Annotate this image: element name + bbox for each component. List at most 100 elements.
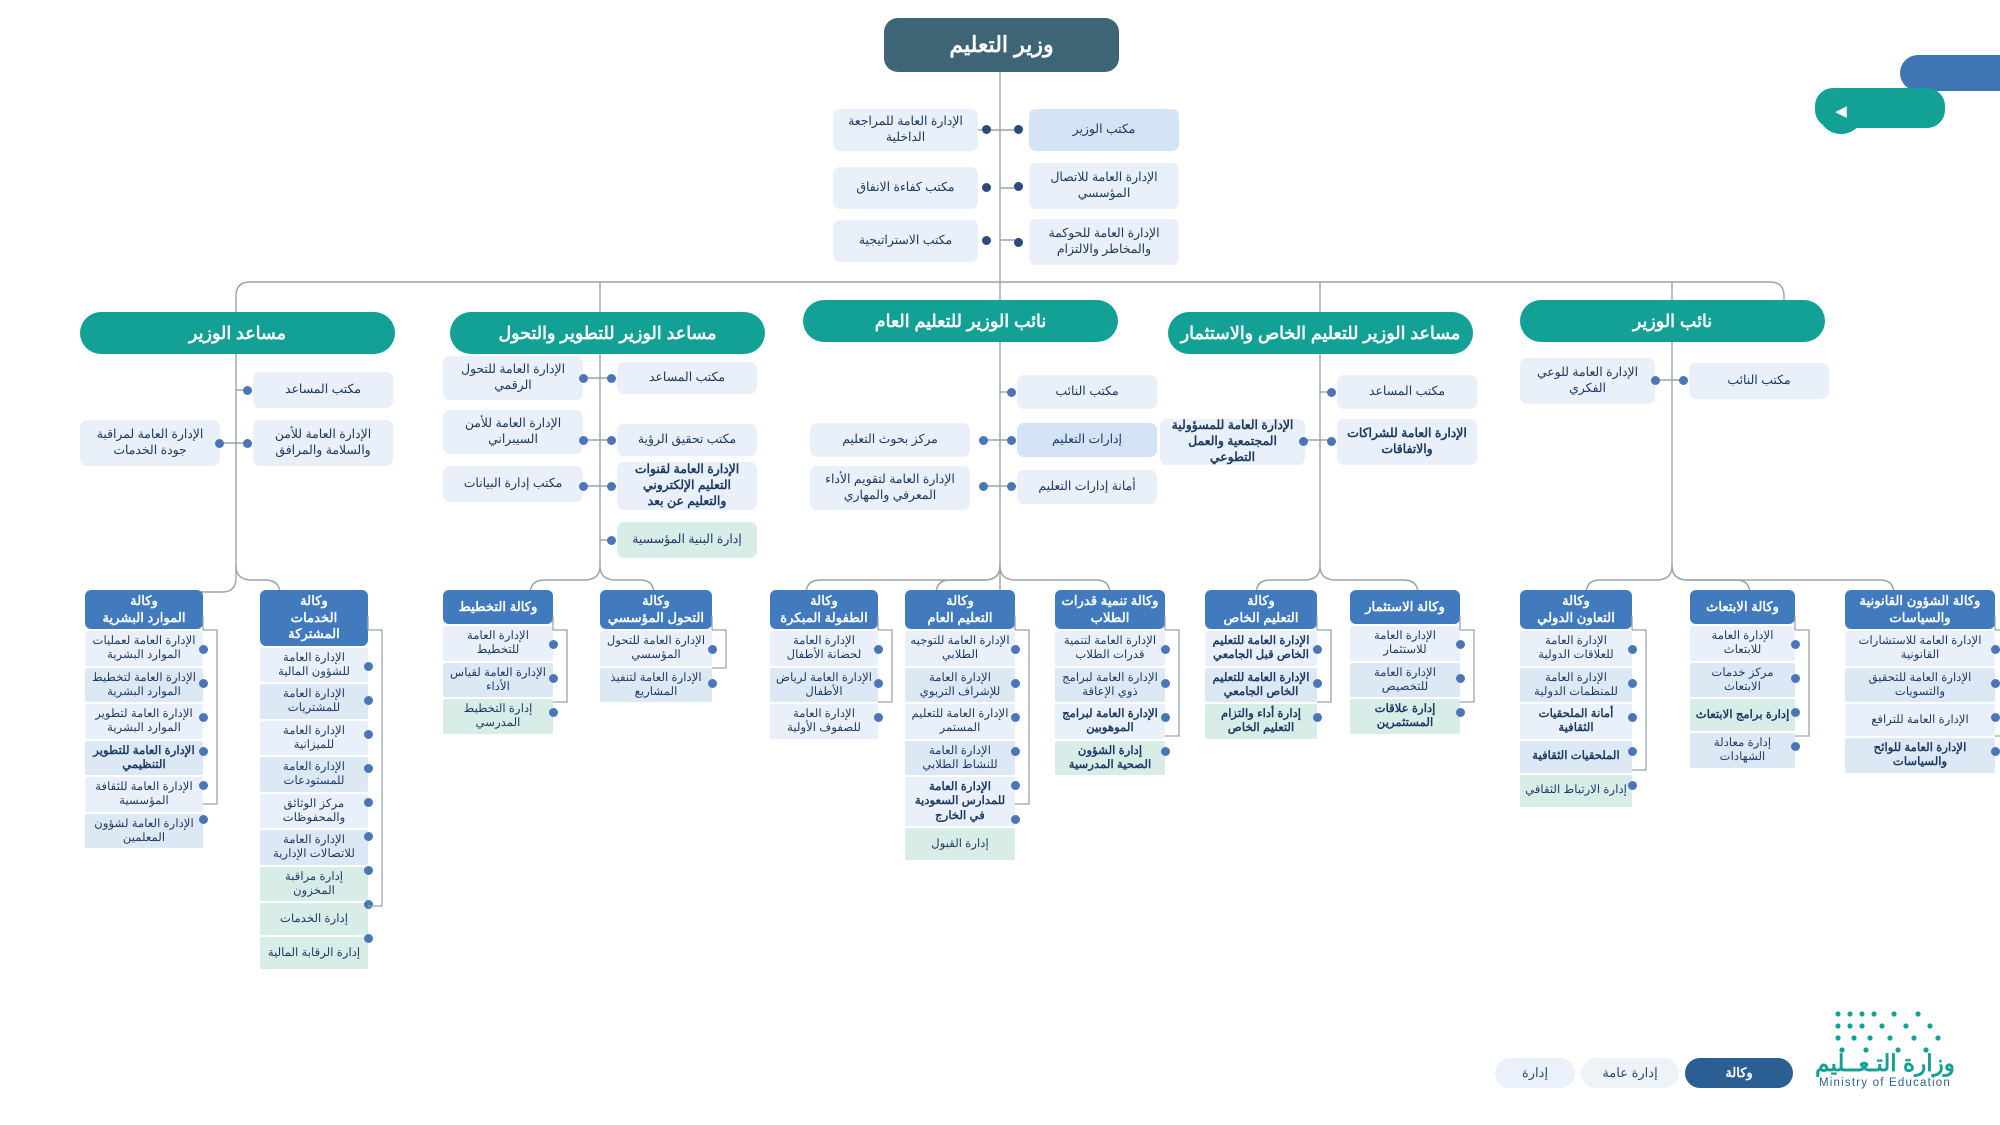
agency-header-human-resources[interactable]: وكالة الموارد البشرية	[85, 590, 203, 629]
agency-row[interactable]: مركز خدمات الابتعاث	[1690, 662, 1795, 698]
agency-row[interactable]: أمانة الملحقيات الثقافية	[1520, 704, 1632, 739]
agency-header-investment[interactable]: وكالة الاستثمار	[1350, 590, 1460, 624]
chip-assistant-office-3[interactable]: مكتب المساعد	[1337, 375, 1477, 409]
chip-internal-audit[interactable]: الإدارة العامة للمراجعة الداخلية	[833, 109, 978, 151]
agency-row[interactable]: الإدارة العامة لحضانة الأطفال	[770, 631, 878, 666]
agency-row[interactable]: الإدارة العامة للتعليم الخاص الجامعي	[1205, 667, 1317, 703]
agency-row[interactable]: إدارة مراقبة المخزون	[260, 866, 368, 902]
agency-header-institutional-transformation[interactable]: وكالة التحول المؤسسي	[600, 590, 712, 629]
agency-row[interactable]: الإدارة العامة للاتصالات الإدارية	[260, 830, 368, 865]
agency-row[interactable]: الإدارة العامة لعمليات الموارد البشرية	[85, 631, 203, 666]
chip-education-directorates-secretariat[interactable]: أمانة إدارات التعليم	[1017, 470, 1157, 504]
agency-header-scholarships[interactable]: وكالة الابتعاث	[1690, 590, 1795, 624]
agency-row[interactable]: الإدارة العامة للمدارس السعودية في الخار…	[905, 777, 1015, 826]
chip-strategy-office[interactable]: مكتب الاستراتيجية	[833, 220, 978, 262]
agency-row[interactable]: الإدارة العامة لتخطيط الموارد البشرية	[85, 667, 203, 703]
agency-row[interactable]: إدارة علاقات المستثمرين	[1350, 699, 1460, 734]
agency-row[interactable]: الإدارة العامة للمشتريات	[260, 684, 368, 719]
agency-row[interactable]: مركز الوثائق والمحفوظات	[260, 793, 368, 829]
legend-item-general-department[interactable]: إدارة عامة	[1581, 1058, 1679, 1088]
agency-row[interactable]: الإدارة العامة للمستودعات	[260, 757, 368, 792]
agency-row[interactable]: الإدارة العامة لرياض الأطفال	[770, 667, 878, 703]
agency-header-student-capabilities[interactable]: وكالة تنمية قدرات الطلاب	[1055, 590, 1165, 629]
agency-row[interactable]: الإدارة العامة لشؤون المعلمين	[85, 813, 203, 849]
chip-institutional-communication[interactable]: الإدارة العامة للاتصال المؤسسي	[1029, 163, 1179, 209]
agency-row[interactable]: إدارة التخطيط المدرسي	[443, 699, 553, 734]
branch-deputy-minister[interactable]: نائب الوزير	[1520, 300, 1825, 342]
agency-row[interactable]: إدارة برامج الابتعاث	[1690, 699, 1795, 732]
legend-item-department[interactable]: إدارة	[1495, 1058, 1575, 1088]
agency-row[interactable]: الإدارة العامة لبرامج ذوي الإعاقة	[1055, 667, 1165, 703]
agency-row[interactable]: إدارة الخدمات	[260, 903, 368, 936]
agency-row[interactable]: إدارة الشؤون الصحية المدرسية	[1055, 740, 1165, 776]
agency-row[interactable]: الإدارة العامة للتحول المؤسسي	[600, 631, 712, 666]
agency-row[interactable]: إدارة الارتباط الثقافي	[1520, 774, 1632, 807]
agency-row[interactable]: إدارة معادلة الشهادات	[1690, 733, 1795, 768]
minister-node[interactable]: وزير التعليم	[884, 18, 1119, 72]
agency-row[interactable]: الإدارة العامة لتنمية قدرات الطلاب	[1055, 631, 1165, 666]
agency-row[interactable]: الإدارة العامة لتطوير الموارد البشرية	[85, 704, 203, 739]
chip-cybersecurity[interactable]: الإدارة العامة للأمن السيبراني	[443, 410, 583, 454]
chip-elearning-channels[interactable]: الإدارة العامة لقنوات التعليم الإلكتروني…	[617, 462, 757, 510]
agency-row[interactable]: الإدارة العامة لتنفيذ المشاريع	[600, 667, 712, 703]
chip-security-safety-facilities[interactable]: الإدارة العامة للأمن والسلامة والمرافق	[253, 420, 393, 466]
chip-spending-efficiency[interactable]: مكتب كفاءة الانفاق	[833, 167, 978, 209]
agency-row[interactable]: الإدارة العامة للإشراف التربوي	[905, 667, 1015, 703]
agency-row[interactable]: الإدارة العامة للمنظمات الدولية	[1520, 667, 1632, 703]
agency-row[interactable]: الإدارة العامة للاستشارات القانونية	[1845, 631, 1995, 666]
chip-performance-assessment[interactable]: الإدارة العامة لتقويم الأداء المعرفي وال…	[810, 466, 970, 510]
agency-header-planning[interactable]: وكالة التخطيط	[443, 590, 553, 624]
agency-row[interactable]: الإدارة العامة للترافع	[1845, 704, 1995, 737]
chip-social-responsibility-volunteering[interactable]: الإدارة العامة للمسؤولية المجتمعية والعم…	[1160, 418, 1305, 465]
agency-row[interactable]: إدارة الرقابة المالية	[260, 937, 368, 970]
chip-institutional-infrastructure[interactable]: إدارة البنية المؤسسية	[617, 522, 757, 558]
branch-development-transformation[interactable]: مساعد الوزير للتطوير والتحول	[450, 312, 765, 354]
agency-row[interactable]: الإدارة العامة للتخطيط	[443, 626, 553, 661]
agency-row[interactable]: الإدارة العامة للتطوير التنظيمي	[85, 740, 203, 776]
agency-row[interactable]: الإدارة العامة للصفوف الأولية	[770, 704, 878, 739]
agency-row[interactable]: الإدارة العامة للثقافة المؤسسية	[85, 777, 203, 812]
agency-row[interactable]: الإدارة العامة لبرامج الموهوبين	[1055, 704, 1165, 739]
chip-digital-transformation[interactable]: الإدارة العامة للتحول الرقمي	[443, 356, 583, 400]
chip-vision-realization-office[interactable]: مكتب تحقيق الرؤية	[617, 424, 757, 456]
chip-service-quality-control[interactable]: الإدارة العامة لمراقبة جودة الخدمات	[80, 420, 220, 466]
agency-row[interactable]: الإدارة العامة للابتعاث	[1690, 626, 1795, 661]
agency-row[interactable]: إدارة أداء والتزام التعليم الخاص	[1205, 704, 1317, 739]
agency-row[interactable]: الإدارة العامة للميزانية	[260, 720, 368, 756]
chip-minister-office[interactable]: مكتب الوزير	[1029, 109, 1179, 151]
agency-row[interactable]: الإدارة العامة للشؤون المالية	[260, 647, 368, 683]
agency-row[interactable]: الإدارة العامة للعلاقات الدولية	[1520, 631, 1632, 666]
agency-row[interactable]: الملحقيات الثقافية	[1520, 740, 1632, 773]
agency-row[interactable]: الإدارة العامة للتعليم المستمر	[905, 704, 1015, 739]
agency-header-legal-affairs-policies[interactable]: وكالة الشؤون القانونية والسياسات	[1845, 590, 1995, 629]
chip-education-research-center[interactable]: مركز بحوث التعليم	[810, 423, 970, 457]
agency-row[interactable]: الإدارة العامة للتحقيق والتسويات	[1845, 667, 1995, 703]
agency-row[interactable]: الإدارة العامة لقياس الأداء	[443, 662, 553, 698]
legend-item-agency[interactable]: وكالة	[1685, 1058, 1793, 1088]
agency-header-private-education[interactable]: وكالة التعليم الخاص	[1205, 590, 1317, 629]
branch-private-education-investment[interactable]: مساعد الوزير للتعليم الخاص والاستثمار	[1168, 312, 1473, 354]
agency-row[interactable]: الإدارة العامة للوائح والسياسات	[1845, 738, 1995, 773]
agency-row[interactable]: الإدارة العامة للاستثمار	[1350, 626, 1460, 661]
chip-data-management-office[interactable]: مكتب إدارة البيانات	[443, 466, 583, 502]
agency-header-international-cooperation[interactable]: وكالة التعاون الدولي	[1520, 590, 1632, 629]
branch-assistant-minister[interactable]: مساعد الوزير	[80, 312, 395, 354]
chip-assistant-office[interactable]: مكتب المساعد	[253, 372, 393, 408]
chip-intellectual-awareness[interactable]: الإدارة العامة للوعي الفكري	[1520, 358, 1655, 404]
agency-row[interactable]: الإدارة العامة للتوجيه الطلابي	[905, 631, 1015, 666]
agency-header-early-childhood[interactable]: وكالة الطفولة المبكرة	[770, 590, 878, 629]
agency-row[interactable]: الإدارة العامة للتعليم الخاص قبل الجامعي	[1205, 631, 1317, 666]
chip-partnerships-agreements[interactable]: الإدارة العامة للشراكات والاتفاقات	[1337, 419, 1477, 465]
agency-header-general-education[interactable]: وكالة التعليم العام	[905, 590, 1015, 629]
prev-arrow-icon[interactable]: ◀	[1818, 88, 1864, 134]
chip-deputy-office-2[interactable]: مكتب النائب	[1689, 363, 1829, 399]
agency-row[interactable]: الإدارة العامة للتخصيص	[1350, 662, 1460, 698]
chip-assistant-office-2[interactable]: مكتب المساعد	[617, 362, 757, 394]
branch-deputy-general-education[interactable]: نائب الوزير للتعليم العام	[803, 300, 1118, 342]
agency-header-shared-services[interactable]: وكالة الخدمات المشتركة	[260, 590, 368, 646]
agency-row[interactable]: إدارة القبول	[905, 827, 1015, 860]
chip-education-directorates[interactable]: إدارات التعليم	[1017, 423, 1157, 457]
agency-row[interactable]: الإدارة العامة للنشاط الطلابي	[905, 740, 1015, 776]
chip-deputy-office[interactable]: مكتب النائب	[1017, 375, 1157, 409]
chip-governance-risk-compliance[interactable]: الإدارة العامة للحوكمة والمخاطر والالتزا…	[1029, 219, 1179, 265]
